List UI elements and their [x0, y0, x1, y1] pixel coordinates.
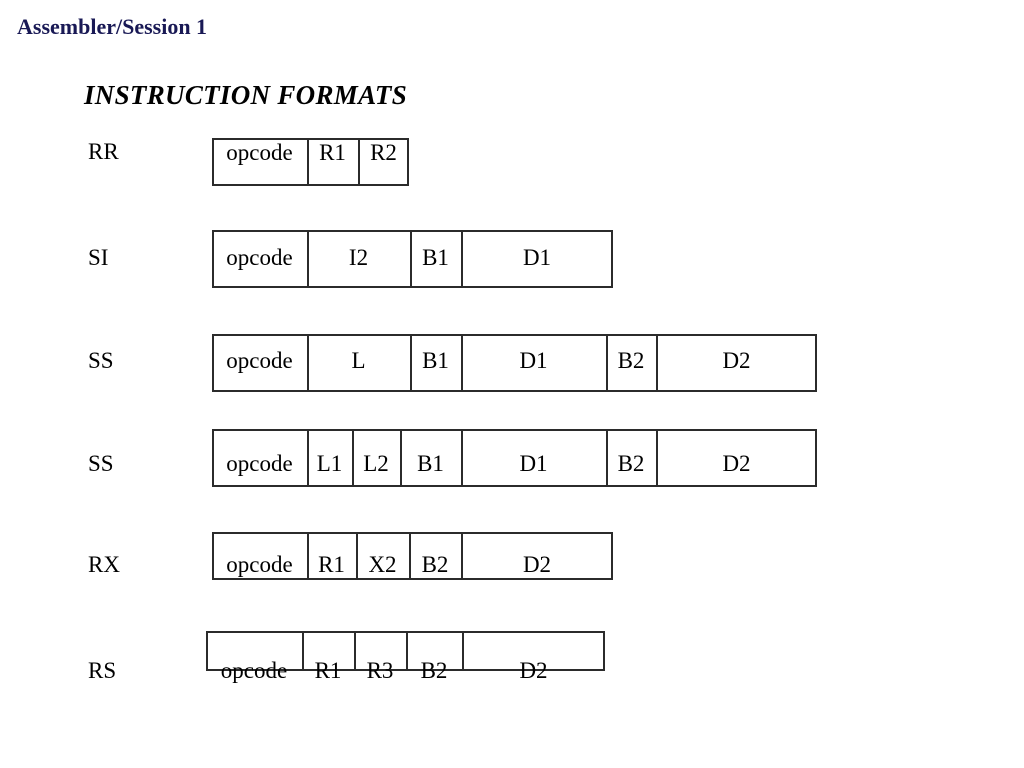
- format-cell-b2: B2: [617, 451, 645, 476]
- cell-divider: [302, 633, 304, 669]
- cell-divider: [461, 336, 463, 390]
- format-cell-opcode: opcode: [226, 552, 293, 577]
- format-label-rr-0: RR: [88, 139, 119, 164]
- cell-divider: [461, 431, 463, 485]
- cell-divider: [410, 232, 412, 286]
- cell-divider: [400, 431, 402, 485]
- format-cell-d2: D2: [722, 451, 751, 476]
- cell-divider: [409, 534, 411, 578]
- format-cell-b2: B2: [617, 348, 645, 373]
- format-cell-i2: I2: [348, 245, 369, 270]
- format-cell-opcode: opcode: [226, 245, 293, 270]
- cell-divider: [656, 431, 658, 485]
- format-cell-opcode: opcode: [226, 348, 293, 373]
- format-cell-d2: D2: [522, 552, 552, 577]
- format-cell-r3: R3: [366, 658, 394, 683]
- cell-divider: [410, 336, 412, 390]
- format-cell-l: L: [351, 348, 366, 373]
- format-cell-r1: R1: [319, 140, 346, 165]
- format-cell-l1: L1: [316, 451, 343, 476]
- format-cell-b1: B1: [417, 451, 444, 476]
- format-box-si-1: [212, 230, 613, 288]
- format-cell-d2: D2: [519, 658, 548, 683]
- cell-divider: [461, 232, 463, 286]
- format-cell-opcode: opcode: [220, 658, 288, 683]
- format-label-rs-5: RS: [88, 658, 117, 683]
- format-cell-opcode: opcode: [226, 140, 293, 165]
- cell-divider: [606, 336, 608, 390]
- format-cell-r1: R1: [318, 552, 345, 577]
- format-cell-r1: R1: [314, 658, 342, 683]
- cell-divider: [461, 534, 463, 578]
- format-box-ss-3: [212, 429, 817, 487]
- cell-divider: [307, 140, 309, 184]
- format-cell-b1: B1: [422, 245, 449, 270]
- format-box-rx-4: [212, 532, 613, 580]
- page-title: INSTRUCTION FORMATS: [84, 80, 408, 110]
- cell-divider: [354, 633, 356, 669]
- slide-header: Assembler/Session 1: [17, 14, 208, 39]
- cell-divider: [307, 534, 309, 578]
- format-cell-l2: L2: [363, 451, 389, 476]
- format-label-ss-2: SS: [88, 348, 114, 373]
- cell-divider: [406, 633, 408, 669]
- cell-divider: [356, 534, 358, 578]
- format-cell-d1: D1: [519, 348, 548, 373]
- cell-divider: [352, 431, 354, 485]
- format-cell-b2: B2: [421, 552, 449, 577]
- cell-divider: [462, 633, 464, 669]
- format-cell-x2: X2: [368, 552, 397, 577]
- format-box-ss-2: [212, 334, 817, 392]
- format-label-ss-3: SS: [88, 451, 114, 476]
- cell-divider: [656, 336, 658, 390]
- format-cell-d1: D1: [522, 245, 552, 270]
- cell-divider: [307, 232, 309, 286]
- cell-divider: [606, 431, 608, 485]
- format-cell-b1: B1: [422, 348, 449, 373]
- format-box-rs-5: [206, 631, 605, 671]
- cell-divider: [358, 140, 360, 184]
- cell-divider: [307, 336, 309, 390]
- format-label-si-1: SI: [88, 245, 109, 270]
- format-cell-d2: D2: [722, 348, 751, 373]
- format-cell-r2: R2: [370, 140, 397, 165]
- format-cell-d1: D1: [519, 451, 548, 476]
- format-cell-b2: B2: [420, 658, 448, 683]
- format-cell-opcode: opcode: [226, 451, 293, 476]
- format-label-rx-4: RX: [88, 552, 120, 577]
- format-box-rr-0: [212, 138, 409, 186]
- cell-divider: [307, 431, 309, 485]
